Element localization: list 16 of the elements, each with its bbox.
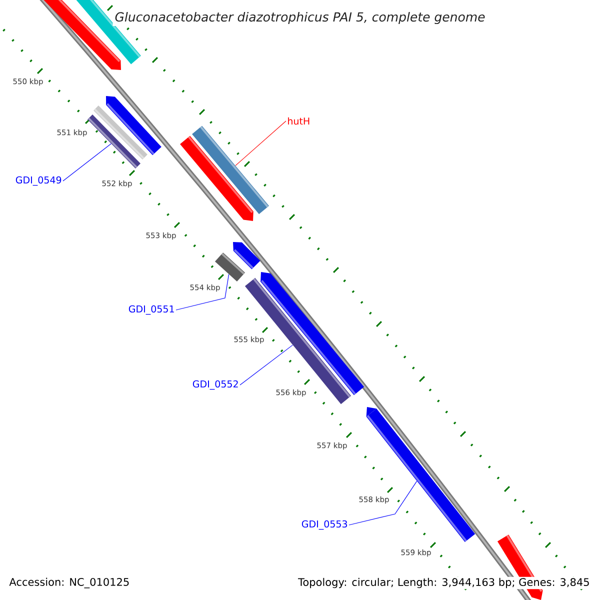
gene-bar <box>214 252 246 282</box>
leader-line <box>235 120 286 166</box>
leader-line <box>348 480 418 526</box>
leader-line <box>62 143 112 182</box>
gene-bar <box>88 114 140 168</box>
gene-label: GDI_0549 <box>16 176 62 186</box>
gene-label: GDI_0553 <box>302 520 348 530</box>
gene-bar <box>192 126 269 214</box>
gene-label: GDI_0552 <box>192 380 238 390</box>
accession-label: Accession: NC_010125 <box>8 576 131 590</box>
map-title: Gluconacetobacter diazotrophicus PAI 5, complete genome <box>112 10 488 26</box>
leader-line <box>176 274 230 310</box>
gene-label: GDI_0551 <box>128 305 174 315</box>
genome-info-label: Topology: circular; Length: 3,944,163 bp; Genes: 3,845 <box>297 576 591 590</box>
gene-label: hutH <box>288 117 310 125</box>
leader-line <box>240 344 293 386</box>
